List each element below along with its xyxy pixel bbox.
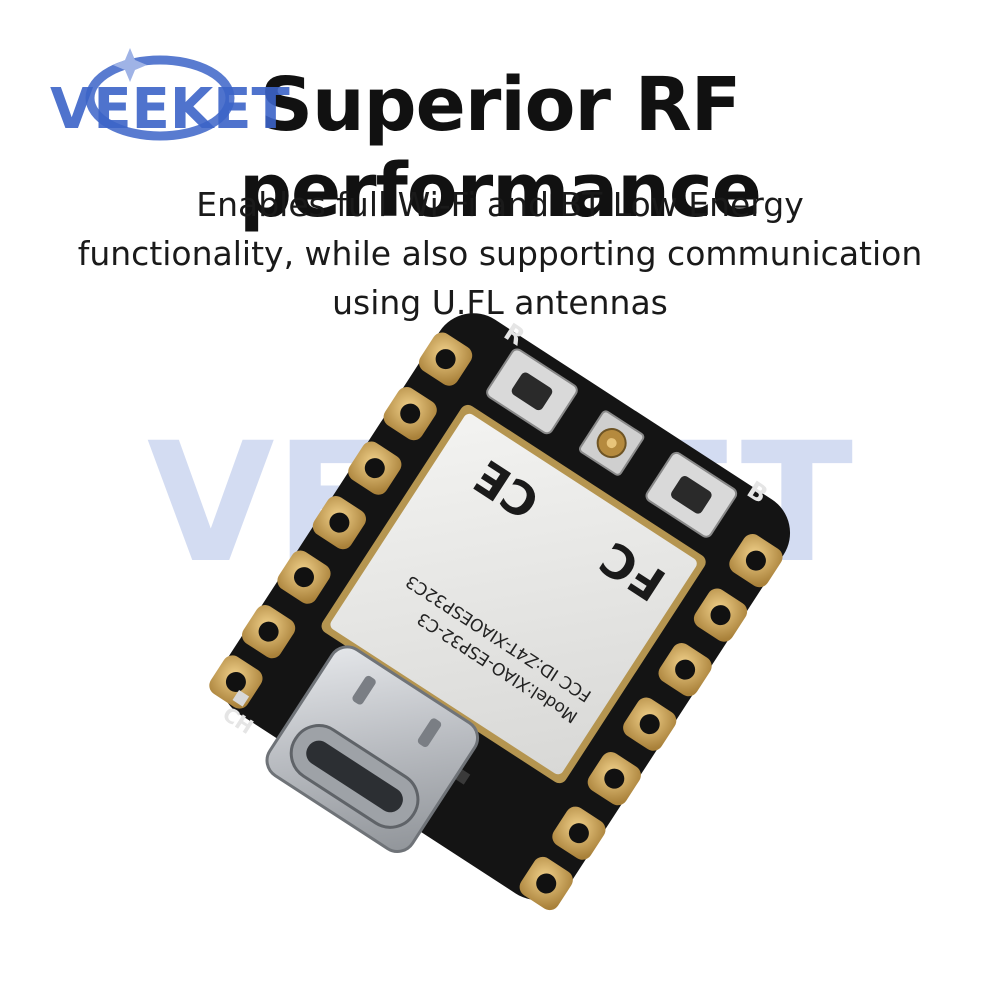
boot-button (645, 451, 738, 538)
ufl-antenna-connector (578, 410, 645, 476)
brand-logo: VEEKET (50, 48, 290, 142)
logo-orbit-icon (85, 55, 235, 141)
logo-text: VEEKET (50, 77, 290, 142)
reset-button (486, 348, 578, 435)
feature-description: Enables full Wi-Fi and BT Low Energy fun… (0, 180, 1000, 327)
left-pin-row (209, 332, 473, 709)
page-headline: Superior RF performance (239, 62, 762, 234)
description-line-1: Enables full Wi-Fi and BT Low Energy (196, 185, 804, 224)
description-line-3: using U.FL antennas (332, 283, 668, 322)
usb-c-connector (265, 645, 480, 853)
star-icon (113, 48, 147, 82)
description-line-2: functionality, while also supporting com… (77, 234, 923, 273)
right-pin-row (519, 534, 783, 911)
